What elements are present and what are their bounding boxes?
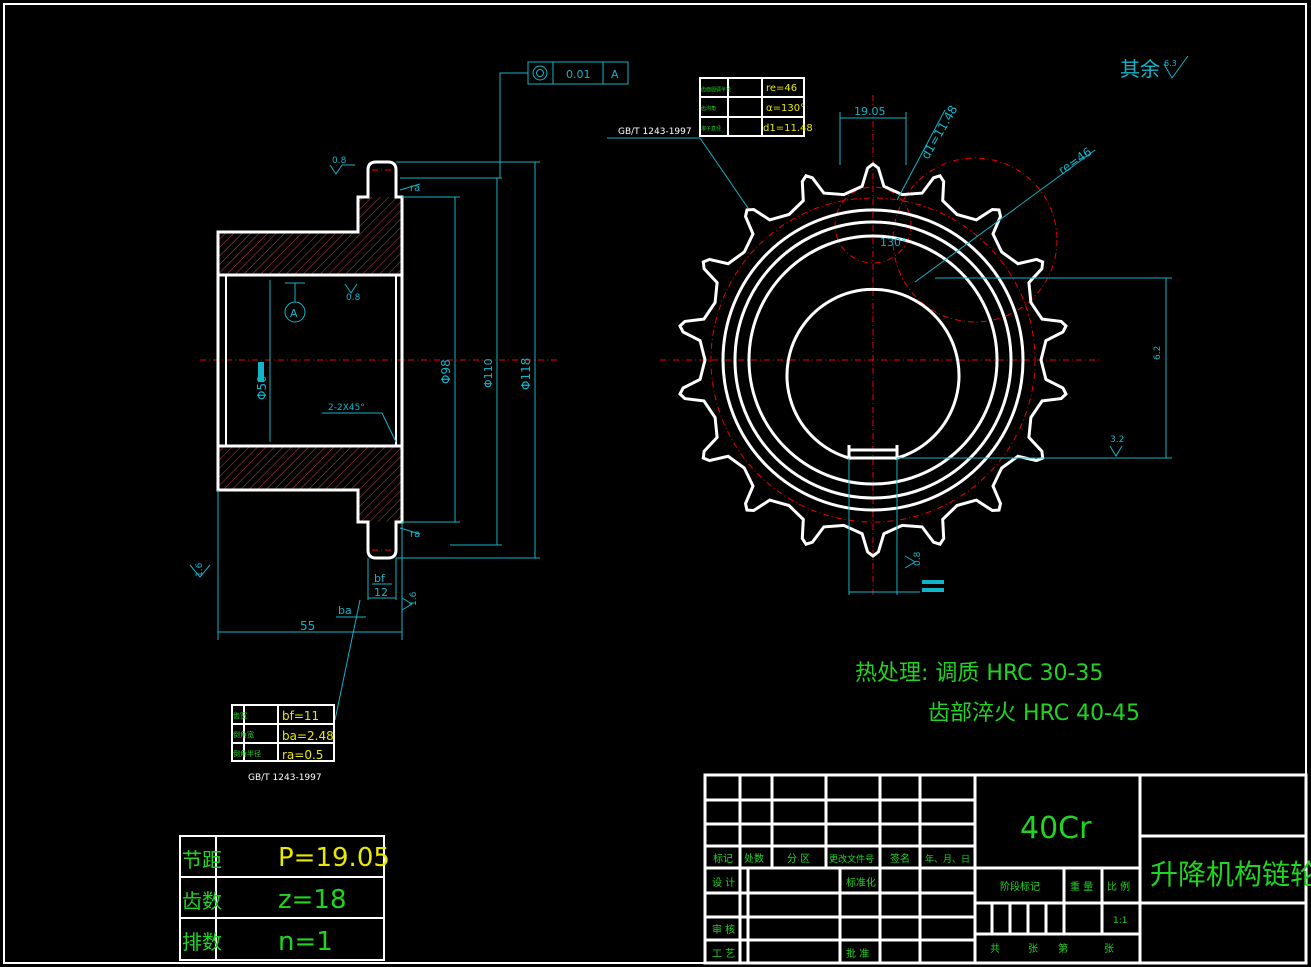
svg-text:0.8: 0.8	[346, 293, 361, 303]
svg-text:年、月、日: 年、月、日	[925, 853, 970, 865]
svg-text:标记: 标记	[713, 853, 733, 865]
tolerance-frame	[527, 61, 629, 85]
svg-text:处数: 处数	[744, 852, 764, 865]
svg-text:0.8: 0.8	[913, 551, 923, 566]
tolerance-datum: A	[611, 68, 619, 81]
svg-text:分 区: 分 区	[787, 853, 810, 865]
title-block: 标记 处数 分 区 更改文件号 签名 年、月、日 设 计 标准化 审 核 工 艺…	[703, 773, 1311, 965]
hub-ring-inner	[733, 220, 1013, 500]
param-pitch: P=19.05	[278, 843, 390, 873]
svg-text:齿数: 齿数	[182, 889, 222, 913]
svg-text:d1=11.48: d1=11.48	[763, 123, 813, 134]
tolerance-value: 0.01	[566, 68, 591, 81]
svg-text:审 核: 审 核	[712, 923, 735, 936]
svg-text:齿面圆弧半径: 齿面圆弧半径	[701, 86, 731, 93]
svg-text:签名: 签名	[890, 852, 910, 865]
dim-bf: bf	[374, 572, 386, 585]
front-table: 齿面圆弧半径 齿沟角 滚子直径 re=46 α=130° d1=11.48	[699, 77, 813, 137]
svg-text:比 例: 比 例	[1107, 880, 1130, 893]
ra-top: ra	[410, 183, 420, 194]
svg-text:共: 共	[990, 943, 1000, 955]
svg-text:工 艺: 工 艺	[712, 948, 735, 960]
front-standard: GB/T 1243-1997	[618, 127, 692, 137]
svg-text:倒角宽: 倒角宽	[233, 730, 254, 739]
sprocket-profile	[678, 162, 1068, 558]
svg-text:滚子直径: 滚子直径	[701, 125, 721, 132]
svg-text:第: 第	[1058, 942, 1068, 955]
part-name: 升降机构链轮	[1150, 858, 1311, 891]
dim-w12: 12	[374, 586, 388, 599]
svg-text:阶段标记: 阶段标记	[1000, 880, 1040, 893]
svg-text:ba=2.48: ba=2.48	[282, 729, 334, 743]
svg-text:0.8: 0.8	[332, 156, 347, 166]
dim-d1: d1=11.48	[918, 103, 960, 162]
dim-len55: 55	[300, 619, 315, 633]
svg-text:重 量: 重 量	[1070, 880, 1093, 893]
svg-text:批 准: 批 准	[846, 947, 869, 960]
dim-d98: Φ98	[439, 359, 453, 384]
svg-text:张: 张	[1028, 943, 1038, 955]
sheet-border	[3, 3, 1307, 964]
svg-text:bf=11: bf=11	[282, 709, 319, 723]
svg-text:6.3: 6.3	[1164, 59, 1177, 68]
concentricity-icon	[532, 65, 548, 81]
svg-text:1.6: 1.6	[195, 562, 205, 577]
svg-text:更改文件号: 更改文件号	[829, 853, 874, 865]
svg-text:设 计: 设 计	[712, 876, 735, 889]
side-table: 齿宽 倒角宽 倒角半径 bf=11 ba=2.48 ra=0.5 GB/T 12…	[231, 704, 335, 783]
svg-text:齿宽: 齿宽	[233, 711, 247, 720]
lower-section-hatch	[218, 446, 402, 522]
svg-text:其余: 其余	[1120, 57, 1160, 81]
dim-pitch: 19.05	[854, 105, 886, 118]
svg-text:1:1: 1:1	[1113, 916, 1127, 926]
side-standard: GB/T 1243-1997	[248, 773, 322, 783]
material: 40Cr	[1020, 811, 1092, 846]
center-mark	[258, 362, 264, 382]
parameter-table: 节距 齿数 排数 P=19.05 z=18 n=1	[179, 835, 390, 961]
svg-text:张: 张	[1104, 943, 1114, 955]
chamfer-label: 2-2X45°	[328, 403, 365, 413]
dim-d110: Φ110	[482, 358, 495, 388]
param-rows: n=1	[278, 927, 333, 957]
svg-text:倒角半径: 倒角半径	[233, 749, 261, 758]
svg-text:3.2: 3.2	[1110, 435, 1124, 445]
front-view: 19.05 d1=11.48 re=46 130° 6.2 3.2 0.8 GB…	[607, 95, 1172, 595]
bore-keyway	[785, 287, 961, 461]
svg-text:排数: 排数	[182, 930, 222, 954]
svg-text:节距: 节距	[182, 848, 222, 872]
dim-re: re=46	[1056, 145, 1095, 178]
dim-ba: ba	[338, 604, 352, 617]
svg-text:re=46: re=46	[766, 83, 797, 94]
ra-bottom: ra	[410, 529, 420, 540]
svg-text:ra=0.5: ra=0.5	[282, 748, 323, 762]
pitch-circle	[710, 197, 1036, 523]
hub-ring-outer	[721, 208, 1025, 512]
roughness-note: 其余 6.3	[1120, 55, 1189, 81]
heat-treatment-line1: 热处理: 调质 HRC 30-35	[855, 661, 1103, 686]
dim-keyway: 6.2	[1153, 346, 1163, 360]
heat-treatment-line2: 齿部淬火 HRC 40-45	[928, 701, 1140, 726]
re-arc	[892, 157, 1058, 323]
svg-text:A: A	[290, 307, 298, 320]
svg-text:1.6: 1.6	[409, 591, 419, 606]
upper-section-hatch	[218, 197, 402, 275]
svg-text:α=130°: α=130°	[766, 103, 805, 114]
datum-a-marker	[284, 301, 306, 323]
hub-ring-3	[747, 234, 999, 486]
side-view: Φ50 Φ98 Φ110 Φ118 0.01 A A 0.8 0.	[189, 61, 629, 721]
param-teeth: z=18	[278, 885, 347, 915]
svg-text:齿沟角: 齿沟角	[701, 105, 716, 112]
dim-d50: Φ50	[255, 375, 269, 400]
dim-angle: 130°	[880, 236, 907, 249]
dim-d118: Φ118	[519, 358, 533, 390]
svg-text:标准化: 标准化	[846, 876, 876, 889]
